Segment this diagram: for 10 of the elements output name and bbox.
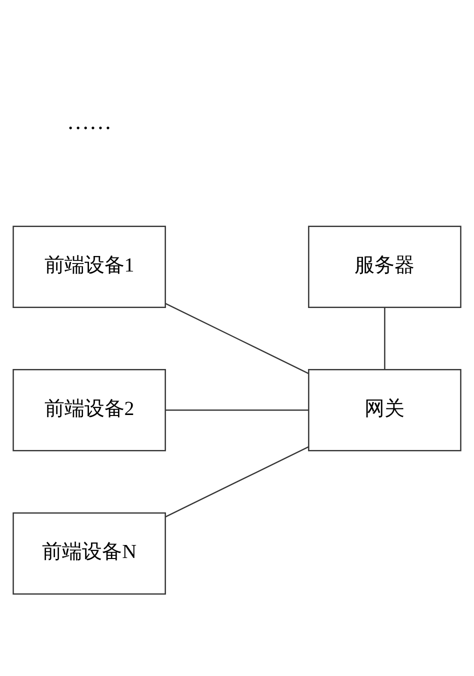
connector bbox=[384, 307, 386, 369]
node-box: 前端设备N bbox=[12, 512, 166, 594]
node-box: 前端设备1 bbox=[12, 225, 166, 308]
label: …… bbox=[66, 108, 112, 134]
connector bbox=[165, 302, 309, 374]
node-box: 服务器 bbox=[308, 225, 462, 308]
connector bbox=[166, 409, 309, 410]
node-box: 前端设备2 bbox=[12, 368, 166, 451]
node-box: 网关 bbox=[308, 368, 462, 451]
connector bbox=[165, 446, 309, 517]
